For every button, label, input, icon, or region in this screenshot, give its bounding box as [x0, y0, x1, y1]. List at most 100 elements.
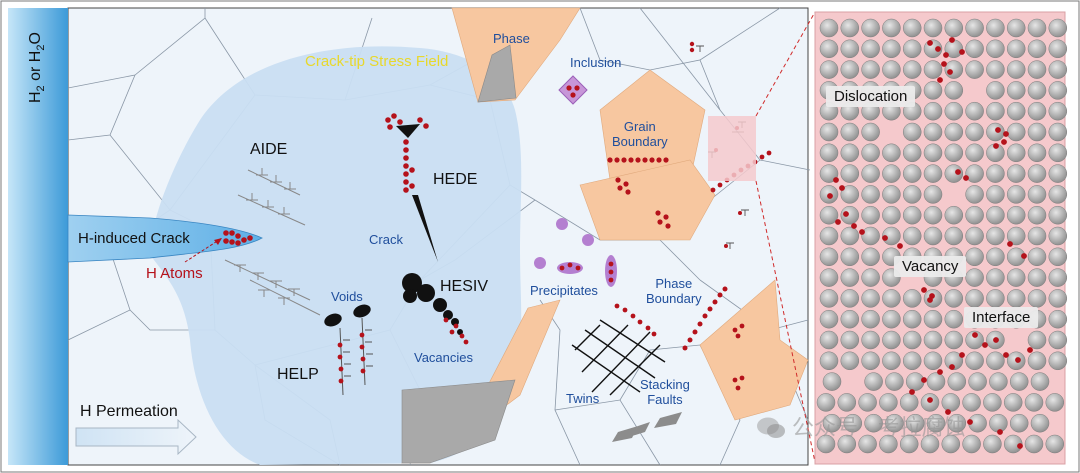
lattice-atom: [1003, 434, 1023, 454]
inclusion: [558, 75, 588, 105]
lattice-atom: [1006, 289, 1026, 308]
hydrogen-atom: [972, 332, 978, 338]
hydrogen-atom: [1027, 347, 1033, 353]
phase-label: Phase: [493, 31, 530, 46]
lattice-atom: [1024, 434, 1044, 454]
lattice-atom: [944, 60, 964, 79]
lattice-atom: [861, 143, 880, 163]
lattice-atom: [926, 372, 946, 391]
lattice-atom: [986, 39, 1005, 59]
lattice-atom: [944, 330, 964, 350]
lattice-atom: [1048, 226, 1068, 246]
lattice-atom: [983, 434, 1002, 454]
hydrogen-atom: [949, 37, 955, 43]
lattice-atom: [822, 413, 842, 433]
lattice-atom: [986, 164, 1005, 183]
crack-tip-hydrogen: [223, 230, 253, 246]
hydrogen-atom: [997, 429, 1003, 435]
lattice-atom: [858, 393, 877, 412]
hydrogen-atom: [943, 52, 949, 58]
lattice-atom: [840, 164, 860, 183]
lattice-atom: [840, 185, 860, 204]
lattice-atom: [965, 185, 984, 204]
lattice-atom: [882, 60, 901, 79]
lattice-atom: [944, 122, 964, 142]
lattice-atom: [944, 164, 964, 183]
lattice-atom: [819, 205, 839, 225]
lattice-atom: [923, 164, 943, 183]
lattice-atom: [923, 18, 943, 38]
hydrogen-atom: [993, 337, 999, 343]
lattice-atom: [1006, 185, 1026, 204]
hede-wedge: [396, 124, 420, 138]
hydrogen-atom: [995, 127, 1001, 133]
lattice-atom: [986, 268, 1005, 287]
lattice-atom: [1006, 268, 1026, 287]
lattice-atom: [1027, 81, 1047, 100]
lattice-atom: [879, 393, 898, 412]
lattice-atom: [965, 18, 984, 38]
lattice-hydrogen: [827, 37, 1033, 449]
lattice-atom: [840, 18, 860, 38]
lattice-atom: [1048, 268, 1068, 287]
lattice-atom: [885, 372, 904, 391]
environment-strip: [8, 8, 68, 465]
hydrogen-atom: [1003, 131, 1009, 137]
lattice-atom: [923, 330, 943, 350]
lattice-atom: [1006, 39, 1026, 59]
lattice-atom: [902, 122, 922, 142]
hesiv-label: HESIV: [440, 278, 489, 295]
voids-label: Voids: [331, 289, 363, 304]
lattice-atom: [965, 39, 984, 59]
lattice-atom: [923, 226, 943, 246]
lattice-atom: [986, 247, 1005, 267]
lattice-atom: [819, 39, 839, 59]
lattice-atom: [1006, 143, 1026, 163]
chat-icon: [756, 416, 786, 440]
grey-phases: [401, 44, 517, 464]
grain-boundary-label: Grain Boundary: [612, 119, 668, 149]
lattice-atom: [840, 351, 860, 371]
lattice-atom: [920, 434, 940, 454]
hydrogen-atom: [955, 169, 961, 175]
second-phases: [400, 7, 809, 464]
lattice-atom: [902, 289, 922, 308]
lattice-atom: [861, 122, 880, 142]
lattice-atom: [1048, 101, 1068, 121]
lattice-atom: [861, 226, 880, 246]
lattice-atom: [1003, 393, 1023, 412]
h-induced-crack: [67, 214, 263, 263]
lattice-atom: [1027, 60, 1047, 79]
lattice-atom: [1027, 39, 1047, 59]
lattice-atom: [840, 247, 860, 267]
lattice-atom: [986, 122, 1005, 142]
lattice-atom: [902, 60, 922, 79]
lattice-atom: [840, 205, 860, 225]
lattice-atom: [899, 434, 919, 454]
help-hydrogen: [337, 332, 366, 384]
stacking-faults-label: Stacking Faults: [640, 377, 690, 407]
lattice-atom: [1006, 60, 1026, 79]
lattice-atom: [1048, 351, 1068, 371]
lattice-atom: [882, 330, 901, 350]
hydrogen-atom: [1021, 253, 1027, 259]
lattice-atom: [986, 351, 1005, 371]
lattice-atom: [1027, 330, 1047, 350]
lattice-atom: [843, 413, 863, 433]
lattice-atom: [962, 434, 981, 454]
hydrogen-atom: [827, 193, 833, 199]
hede-hydrogen: [385, 113, 429, 193]
lattice-atom: [837, 434, 857, 454]
lattice-atom: [899, 393, 919, 412]
hydrogen-atom: [1003, 352, 1009, 358]
lattice-atom: [965, 268, 984, 287]
lattice-atom: [1048, 60, 1068, 79]
lattice-atom: [986, 60, 1005, 79]
lattice-atom: [861, 330, 880, 350]
lattice-atom: [1048, 164, 1068, 183]
lattice-atom: [882, 185, 901, 204]
lattice-atom: [944, 18, 964, 38]
lattice-atom: [882, 226, 901, 246]
lattice-atom: [882, 289, 901, 308]
